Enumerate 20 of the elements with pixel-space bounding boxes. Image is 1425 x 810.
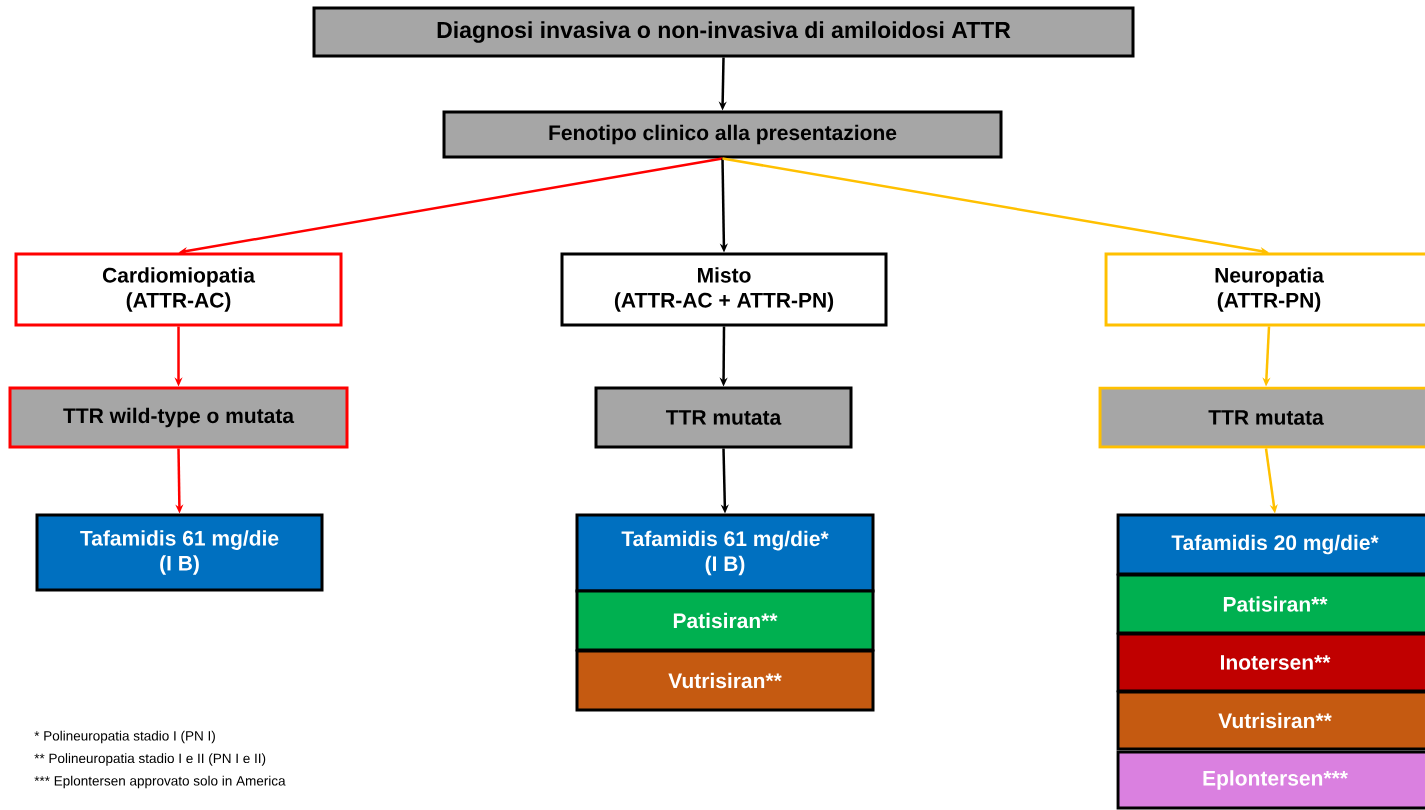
footnote: ** Polineuropatia stadio I e II (PN I e II) [34,753,266,766]
therapy-box: Inotersen** [1116,632,1425,693]
therapy-box: Patisiran** [575,589,875,652]
therapy-box: Vutrisiran** [1116,690,1425,751]
genotype-box: TTR mutata [594,386,853,449]
therapy-box: Patisiran** [1116,573,1425,635]
phenotype-box: Cardiomiopatia (ATTR-AC) [14,252,343,327]
therapy-box: Tafamidis 61 mg/die (I B) [35,513,324,592]
therapy-box: Tafamidis 61 mg/die* (I B) [575,513,875,593]
footnote: *** Eplontersen approvato solo in America [34,775,286,789]
phenotype-box: Neuropatia (ATTR-PN) [1104,252,1425,327]
therapy-box: Vutrisiran** [575,649,875,712]
process-box: Fenotipo clinico alla presentazione [442,110,1003,159]
footnote: * Polineuropatia stadio I (PN I) [34,730,215,744]
therapy-box: Tafamidis 20 mg/die* [1116,513,1425,576]
therapy-box: Eplontersen*** [1116,750,1425,810]
title-box: Diagnosi invasiva o non-invasiva di amiloidosi ATTR [312,6,1135,58]
genotype-box: TTR mutata [1098,386,1425,449]
genotype-box: TTR wild-type o mutata [8,386,349,449]
phenotype-box: Misto (ATTR-AC + ATTR-PN) [560,252,888,327]
